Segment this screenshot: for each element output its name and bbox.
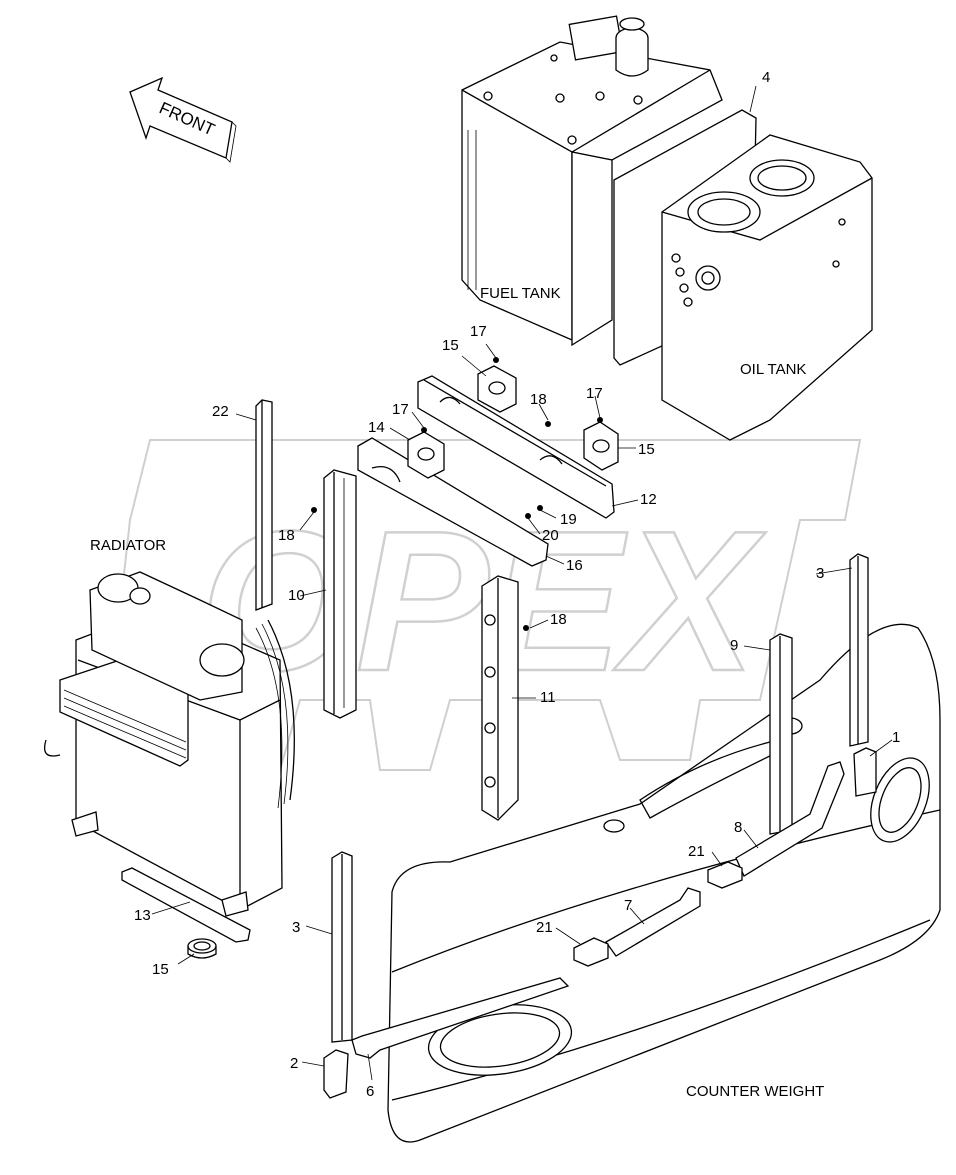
fuel-tank: FUEL TANK xyxy=(461,15,723,347)
part-number-5: 7 xyxy=(624,897,632,914)
oil-tank: OIL TANK xyxy=(661,134,873,441)
part-number-15: 15 xyxy=(442,337,459,354)
part-number-21: 21 xyxy=(536,919,553,936)
part-number-8: 4 xyxy=(762,69,770,86)
liner-5 xyxy=(605,887,701,957)
post-7 xyxy=(769,633,793,835)
oil-tank-label: OIL TANK xyxy=(740,361,806,378)
part-number-22: 22 xyxy=(212,403,229,420)
flange-plates xyxy=(407,365,619,479)
liner-4 xyxy=(351,977,570,1059)
part-number-17: 17 xyxy=(392,401,409,418)
part-number-4: 6 xyxy=(366,1083,374,1100)
part-number-18: 18 xyxy=(278,527,295,544)
part-number-13: 15 xyxy=(152,961,169,978)
part-number-12: 12 xyxy=(640,491,657,508)
radiator-label: RADIATOR xyxy=(90,537,166,554)
bracket-16 xyxy=(357,437,549,567)
part-number-18: 18 xyxy=(550,611,567,628)
part-number-1: 1 xyxy=(892,729,900,746)
fuel-tank-label: FUEL TANK xyxy=(480,285,561,302)
part-number-callouts: 4 17 15 18 17 17 14 15 22 12 19 18 20 16… xyxy=(134,69,900,1100)
part-number-21: 21 xyxy=(688,843,705,860)
block-2 xyxy=(323,1049,349,1099)
part-number-16: 16 xyxy=(566,557,583,574)
part-number-18: 18 xyxy=(530,391,547,408)
part-number-3: 3 xyxy=(292,919,300,936)
part-number-14: 14 xyxy=(368,419,385,436)
part-number-20: 20 xyxy=(542,527,559,544)
radiator: RADIATOR xyxy=(43,537,295,917)
bolts xyxy=(311,357,603,631)
shim-21-lower xyxy=(573,937,609,967)
part-number-17: 17 xyxy=(586,385,603,402)
front-arrow: FRONT xyxy=(129,76,237,163)
post-10 xyxy=(481,575,519,821)
grommet-13 xyxy=(187,938,217,959)
bracket-12 xyxy=(417,375,615,519)
post-3-right xyxy=(849,553,869,747)
lead-lines xyxy=(151,85,893,1081)
block-1 xyxy=(853,747,877,797)
part-number-17: 17 xyxy=(470,323,487,340)
post-22 xyxy=(255,399,273,611)
counter-weight-label: COUNTER WEIGHT xyxy=(686,1083,824,1100)
liner-6 xyxy=(735,761,845,877)
part-number-11: 13 xyxy=(134,907,151,924)
part-number-9: 10 xyxy=(288,587,305,604)
part-number-7: 9 xyxy=(730,637,738,654)
part-number-10: 11 xyxy=(540,689,556,706)
part-number-6: 8 xyxy=(734,819,742,836)
strip-11 xyxy=(121,867,251,943)
part-number-2: 2 xyxy=(290,1055,298,1072)
counter-weight: COUNTER WEIGHT xyxy=(387,623,941,1143)
part-number-3: 3 xyxy=(816,565,824,582)
shim-21-upper xyxy=(707,861,743,889)
post-9 xyxy=(323,469,357,719)
part-number-19: 19 xyxy=(560,511,577,528)
post-3-left xyxy=(331,851,353,1043)
part-number-15: 15 xyxy=(638,441,655,458)
